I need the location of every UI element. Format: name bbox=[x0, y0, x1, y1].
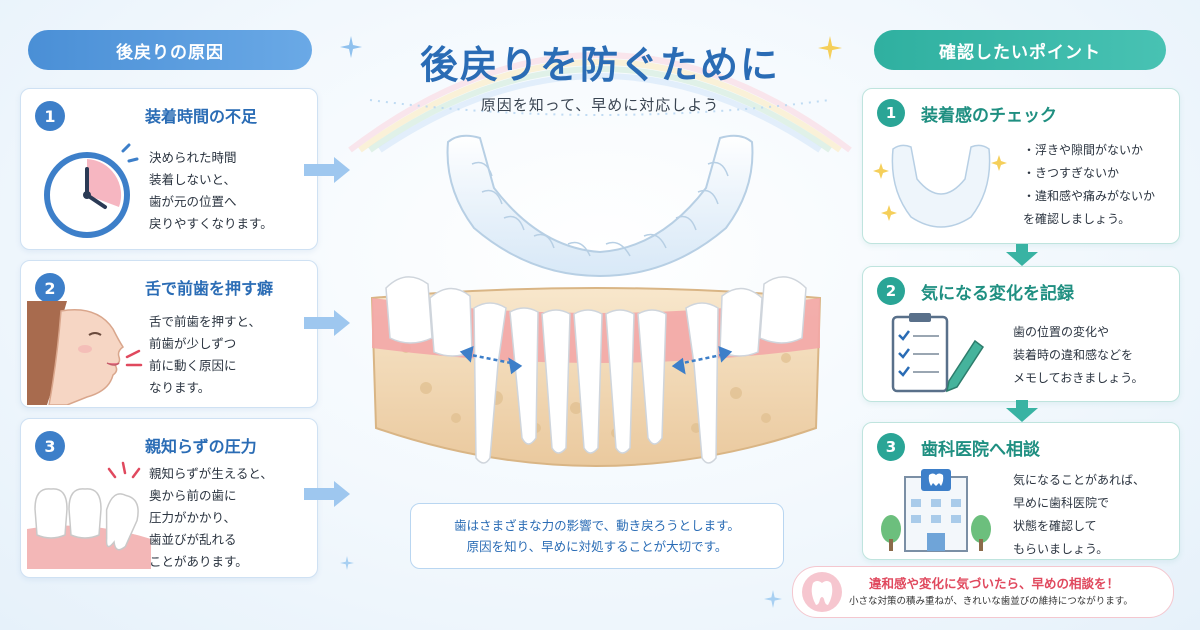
sparkle-icon bbox=[340, 556, 354, 570]
bottom-note-sub: 小さな対策の積み重ねが、きれいな歯並びの維持につながります。 bbox=[849, 596, 1133, 607]
check-card-fit: 1 装着感のチェック ・浮きや隙間がないか ・きつすぎないか ・違和感や痛みがな… bbox=[862, 88, 1180, 244]
check-line: ・きつすぎないか bbox=[1023, 166, 1120, 180]
causes-header: 後戻りの原因 bbox=[28, 30, 312, 70]
check-line: メモしておきましょう。 bbox=[1013, 371, 1144, 385]
tooth-icon bbox=[802, 572, 842, 612]
lower-jaw-teeth-illustration bbox=[370, 276, 822, 467]
cause-line: 奥から前の歯に bbox=[149, 488, 237, 503]
page-subtitle: 原因を知って、早めに対応しよう bbox=[480, 96, 720, 114]
check-line: 気になることがあれば、 bbox=[1013, 473, 1146, 487]
arrow-down-icon bbox=[1006, 400, 1038, 422]
bottom-note: 違和感や変化に気づいたら、早めの相談を！ 小さな対策の積み重ねが、きれいな歯並び… bbox=[792, 566, 1174, 618]
check-line: もらいましょう。 bbox=[1013, 542, 1109, 556]
check-card-record: 2 気になる変化を記録 歯の位置の変化や 装着時の違和感などを メモしておきまし… bbox=[862, 266, 1180, 402]
cause-title: 装着時間の不足 bbox=[145, 107, 258, 126]
check-line: を確認しましょう。 bbox=[1023, 212, 1131, 226]
check-line: 歯の位置の変化や bbox=[1013, 325, 1110, 339]
cause-line: なります。 bbox=[149, 380, 211, 395]
cause-line: 歯並びが乱れる bbox=[149, 532, 237, 547]
cause-line: 圧力がかかり、 bbox=[149, 510, 237, 525]
sparkle-icon bbox=[818, 36, 842, 60]
cause-card-tongue-habit: 2 舌で前歯を押す癖 舌で前歯を押すと、 前歯が少しずつ 前に動く原因に なりま… bbox=[20, 260, 318, 408]
check-points-header: 確認したいポイント bbox=[874, 30, 1166, 70]
rainbow-arc-decoration bbox=[348, 52, 852, 153]
cause-number-badge: 2 bbox=[35, 273, 65, 303]
info-line: 歯はさまざまな力の影響で、動き戻ろうとします。 bbox=[454, 518, 740, 533]
cause-line: 前歯が少しずつ bbox=[149, 336, 237, 351]
check-line: 状態を確認して bbox=[1013, 519, 1097, 533]
cause-card-wear-time: 1 装着時間の不足 決められた時間 装着しないと、 歯が元の位置へ 戻りやすくな… bbox=[20, 88, 318, 250]
check-title: 歯科医院へ相談 bbox=[921, 440, 1040, 460]
cause-line: 歯が元の位置へ bbox=[149, 194, 237, 209]
check-title: 気になる変化を記録 bbox=[921, 284, 1074, 304]
wisdom-tooth-icon bbox=[27, 461, 151, 569]
sparkle-icon bbox=[340, 36, 362, 58]
arrow-down-icon bbox=[1006, 244, 1038, 266]
cause-line: 親知らずが生えると、 bbox=[149, 466, 273, 481]
cause-number-badge: 1 bbox=[35, 101, 65, 131]
cause-title: 舌で前歯を押す癖 bbox=[145, 279, 274, 298]
check-line: 装着時の違和感などを bbox=[1013, 348, 1134, 362]
check-card-consult: 3 歯科医院へ相談 気になることがあれば、 早めに歯科医院で 状態を確認して も… bbox=[862, 422, 1180, 560]
check-title: 装着感のチェック bbox=[921, 106, 1057, 126]
cause-line: 前に動く原因に bbox=[149, 358, 237, 373]
cause-line: ことがあります。 bbox=[149, 554, 248, 569]
face-profile-icon bbox=[27, 301, 143, 405]
clipboard-icon bbox=[891, 313, 985, 393]
check-number-badge: 3 bbox=[877, 433, 905, 461]
page-title: 後戻りを防ぐために bbox=[419, 43, 780, 87]
arrow-right-icon bbox=[304, 310, 350, 336]
sparkle-icon bbox=[764, 590, 782, 608]
check-number-badge: 1 bbox=[877, 99, 905, 127]
cause-line: 舌で前歯を押すと、 bbox=[149, 314, 262, 329]
check-line: ・浮きや隙間がないか bbox=[1023, 143, 1144, 157]
cause-title: 親知らずの圧力 bbox=[145, 437, 257, 456]
center-info-box: 歯はさまざまな力の影響で、動き戻ろうとします。 原因を知り、早めに対処することが… bbox=[410, 503, 784, 569]
cause-number-badge: 3 bbox=[35, 431, 65, 461]
cause-line: 戻りやすくなります。 bbox=[149, 216, 273, 231]
cause-card-wisdom-tooth: 3 親知らずの圧力 親知らずが生えると、 奥から前の歯に 圧力がかかり、 歯並び… bbox=[20, 418, 318, 578]
dental-clinic-icon bbox=[881, 469, 991, 552]
cause-line: 装着しないと、 bbox=[149, 172, 237, 187]
check-line: ・違和感や痛みがないか bbox=[1023, 189, 1156, 203]
info-line: 原因を知り、早めに対処することが大切です。 bbox=[466, 539, 728, 554]
aligner-icon bbox=[446, 134, 754, 278]
arrow-right-icon bbox=[304, 157, 350, 183]
cause-line: 決められた時間 bbox=[149, 150, 237, 165]
bottom-note-main: 違和感や変化に気づいたら、早めの相談を！ bbox=[869, 576, 1120, 591]
check-line: 早めに歯科医院で bbox=[1013, 496, 1110, 510]
clock-icon bbox=[44, 143, 139, 238]
arrow-right-icon bbox=[304, 481, 350, 507]
aligner-icon bbox=[873, 144, 1007, 228]
check-number-badge: 2 bbox=[877, 277, 905, 305]
